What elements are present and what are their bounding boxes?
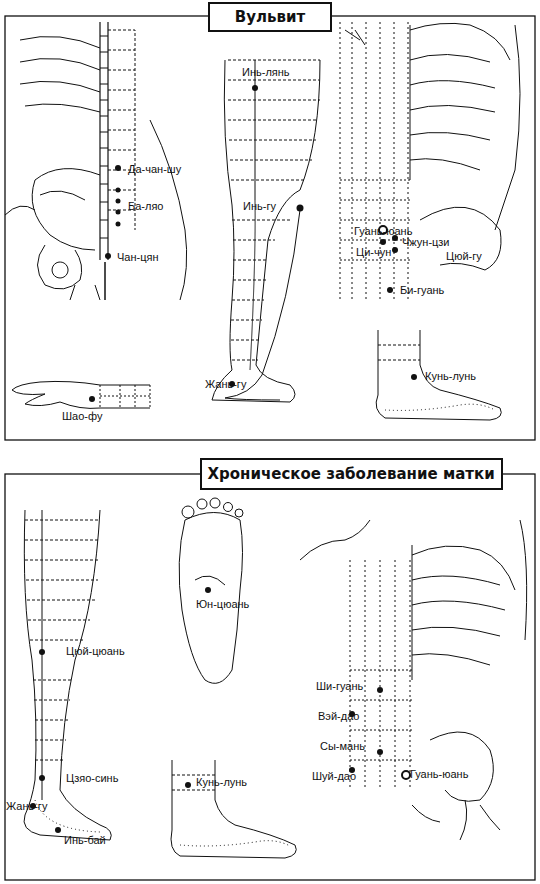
point-label: Цюй-гу: [446, 250, 482, 262]
point-label: Жань-гу: [6, 800, 47, 812]
torso-figure: [340, 22, 520, 300]
point-label: Ши-гуань: [316, 680, 363, 692]
point-label: Жань-гу: [205, 378, 246, 390]
title-box: Вульвит: [208, 2, 332, 32]
title-text: Вульвит: [235, 8, 305, 26]
acupoint-dot: [89, 396, 95, 402]
point-label: Гуань-юань: [354, 225, 412, 237]
point-label: Шуй-дао: [312, 770, 356, 782]
point-label: Инь-гу: [243, 200, 276, 212]
point-label: Гуань-юань: [410, 768, 468, 780]
title-box: Хроническое заболевание матки: [200, 458, 503, 490]
acupoint-dot: [411, 374, 417, 380]
point-label: Ба-ляо: [128, 200, 164, 212]
point-label: Вэй-дао: [318, 710, 359, 722]
panel-frame: [5, 16, 535, 880]
point-label: Инь-лянь: [242, 66, 290, 78]
point-label: Цюй-цюань: [66, 645, 125, 657]
acupoint-dot: [205, 587, 211, 593]
acupoint-dot: [349, 687, 410, 779]
point-label: Шао-фу: [62, 410, 102, 422]
point-label: Инь-бай: [64, 834, 106, 846]
point-label: Цзяо-синь: [66, 772, 118, 784]
sole-figure: [179, 498, 243, 683]
acupoint-dot: [105, 165, 121, 259]
point-label: Юн-цюань: [196, 598, 249, 610]
pelvis-figure: [5, 22, 187, 300]
point-label: Сы-мань: [320, 740, 365, 752]
point-label: Чжун-цзи: [402, 236, 449, 248]
title-text: Хроническое заболевание матки: [208, 465, 495, 483]
point-label: Кунь-лунь: [196, 776, 247, 788]
leg-figure: [212, 60, 320, 402]
foot-figure: [376, 330, 501, 420]
hand-figure: [12, 381, 150, 408]
point-label: Да-чан-шу: [128, 163, 181, 175]
foot-figure: [171, 760, 296, 858]
point-label: Чан-цян: [117, 251, 159, 263]
leg-figure: [24, 510, 111, 840]
acupoint-dot: [185, 782, 191, 788]
torso-figure: [300, 520, 527, 840]
point-label: Ци-чун: [356, 246, 391, 258]
acupoint-dot: [229, 85, 304, 387]
point-label: Би-гуань: [400, 284, 444, 296]
point-label: Кунь-лунь: [425, 370, 476, 382]
